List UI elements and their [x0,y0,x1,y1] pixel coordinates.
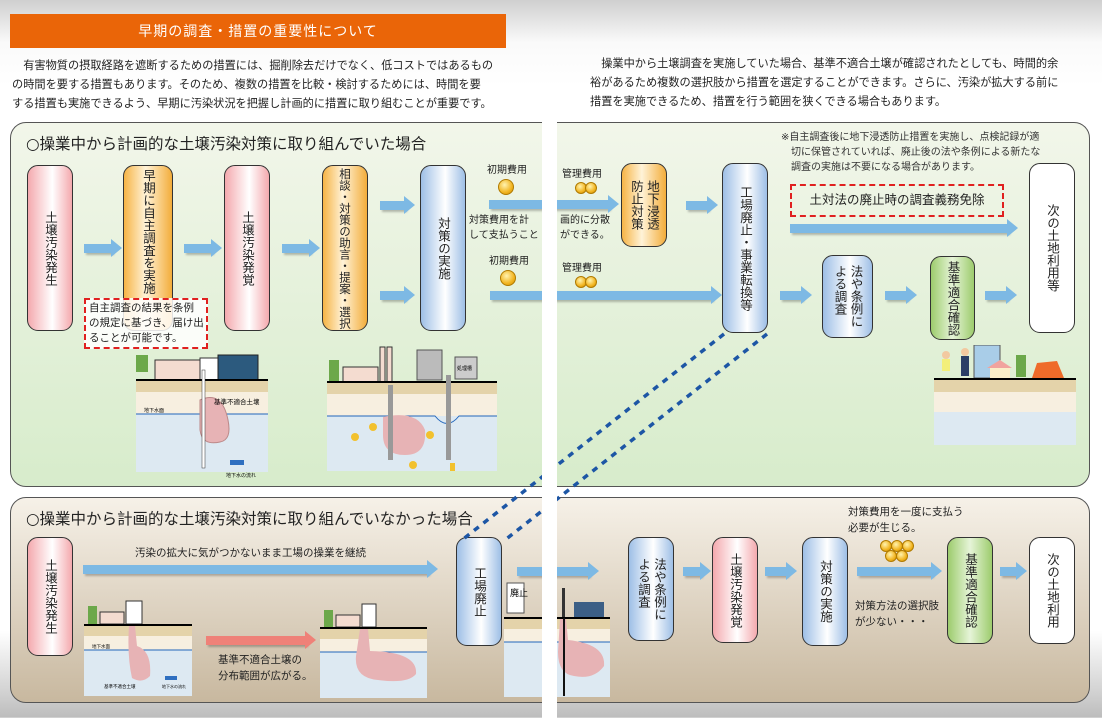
lump-sum-text: 対策費用を一度に支払う 必要が生じる。 [848,506,964,534]
management-cost-label: 管理費用 [562,169,602,180]
coin-icon [902,540,914,552]
intro-right-text: 操業中から土壌調査を実施していた場合、基準不適合土壌が確認されたとしても、時間的… [590,57,1059,108]
flow-arrow [985,286,1017,304]
flow-arrow [282,239,320,257]
continue-operation-text: 汚染の拡大に気がつかないまま工場の操業を継続 [135,547,366,559]
early-contamination-scene: 地下水面 基準不適合土壌 地下水の流れ [84,600,192,696]
coin-icon [500,270,516,286]
treatment-scene-illustration: 処理槽 [327,346,497,471]
box-implementation: 対策の実施 [802,537,848,646]
scene-label: 地下水面 [144,407,164,414]
survey-scene-illustration: 基準不適合土壌 地下水面 地下水の流れ [136,354,268,479]
flow-arrow [1000,562,1027,580]
spread-contamination-scene [320,603,427,698]
closed-sign: 廃止 [510,587,528,599]
flow-arrow [380,196,415,214]
spread-text: 基準不適合土壌の 分布範囲が広がる。 [218,654,313,682]
coin-icon [498,179,514,195]
few-options-text: 対策方法の選択肢 が少ない・・・ [855,600,939,628]
scene-label: 地下水の流れ [226,472,256,479]
scene-label: 基準不適合土壌 [104,683,136,690]
box-legal-survey: 法や条例に よる調査 [822,255,873,338]
flow-arrow [84,239,122,257]
flow-arrow [490,286,722,304]
intro-left-text: 有害物質の摂取経路を遮断するための措置には、掘削除去だけでなく、低コストではある… [12,59,494,110]
initial-cost-label: 初期費用 [487,165,527,176]
flow-arrow [686,196,718,214]
box-compliance-check: 基準適合確認 [930,256,975,340]
page-gutter [542,118,557,718]
flow-arrow [780,286,812,304]
scene-label: 地下水面 [92,643,110,650]
exemption-note: 土対法の廃止時の調査義務免除 [790,184,1004,217]
flow-arrow [380,286,415,304]
land-use-scene-illustration [934,345,1076,445]
box-factory-closure: 工場廃止・事業転換等 [722,163,768,333]
box-compliance-check: 基準適合確認 [947,537,993,644]
box-contamination-found: 土壌汚染発覚 [224,165,270,331]
flow-arrow [683,562,711,580]
flow-arrow [857,562,942,580]
flow-arrow [790,219,1018,237]
scene-label: 地下水の流れ [162,683,186,689]
management-cost-label: 管理費用 [562,263,602,274]
flow-arrow [184,239,222,257]
box-implementation: 対策の実施 [420,165,466,331]
cost-text-b: 画的に分散 ができる。 [560,215,610,241]
flow-arrow [83,560,438,578]
closed-factory-scene: 廃止 [504,582,610,697]
scene-label: 基準不適合土壌 [214,397,260,406]
box-contamination-found: 土壌汚染発覚 [712,537,758,643]
box-legal-survey: 法や条例に よる調査 [628,537,674,641]
box-infiltration-prevention: 地下浸透 防止対策 [621,163,667,247]
unplanned-title: ○操業中から計画的な土壌汚染対策に取り組んでいなかった場合 [26,510,473,528]
coin-icon [585,182,597,194]
footnote: ※自主調査後に地下浸透防止措置を実施し、点検記録が適 切に保管されていれば、廃止… [781,132,1041,173]
flow-arrow [885,286,917,304]
flow-arrow [765,562,797,580]
section-title-banner: 早期の調査・措置の重要性について [10,14,506,48]
box-contamination-occurs: 土壌汚染発生 [27,165,73,331]
initial-cost-label: 初期費用 [489,256,529,267]
coin-icon [896,550,908,562]
scene-label: 処理槽 [457,365,472,372]
self-survey-note: 自主調査の結果を条例 の規定に基づき、届け出 ることが可能です。 [84,298,208,349]
box-contamination-occurs: 土壌汚染発生 [27,537,73,656]
box-next-land-use: 次の土地利用等 [1029,163,1075,333]
cost-text-a: 対策費用を計 して支払うこと [469,215,539,241]
box-consultation: 相談・対策の助言・提案・選択 [322,165,368,331]
coin-icon [585,276,597,288]
spread-arrow [206,631,316,649]
planned-title: ○操業中から計画的な土壌汚染対策に取り組んでいた場合 [26,135,427,153]
box-factory-closure: 工場廃止 [456,537,502,646]
box-next-land-use: 次の土地利用 [1029,537,1075,644]
